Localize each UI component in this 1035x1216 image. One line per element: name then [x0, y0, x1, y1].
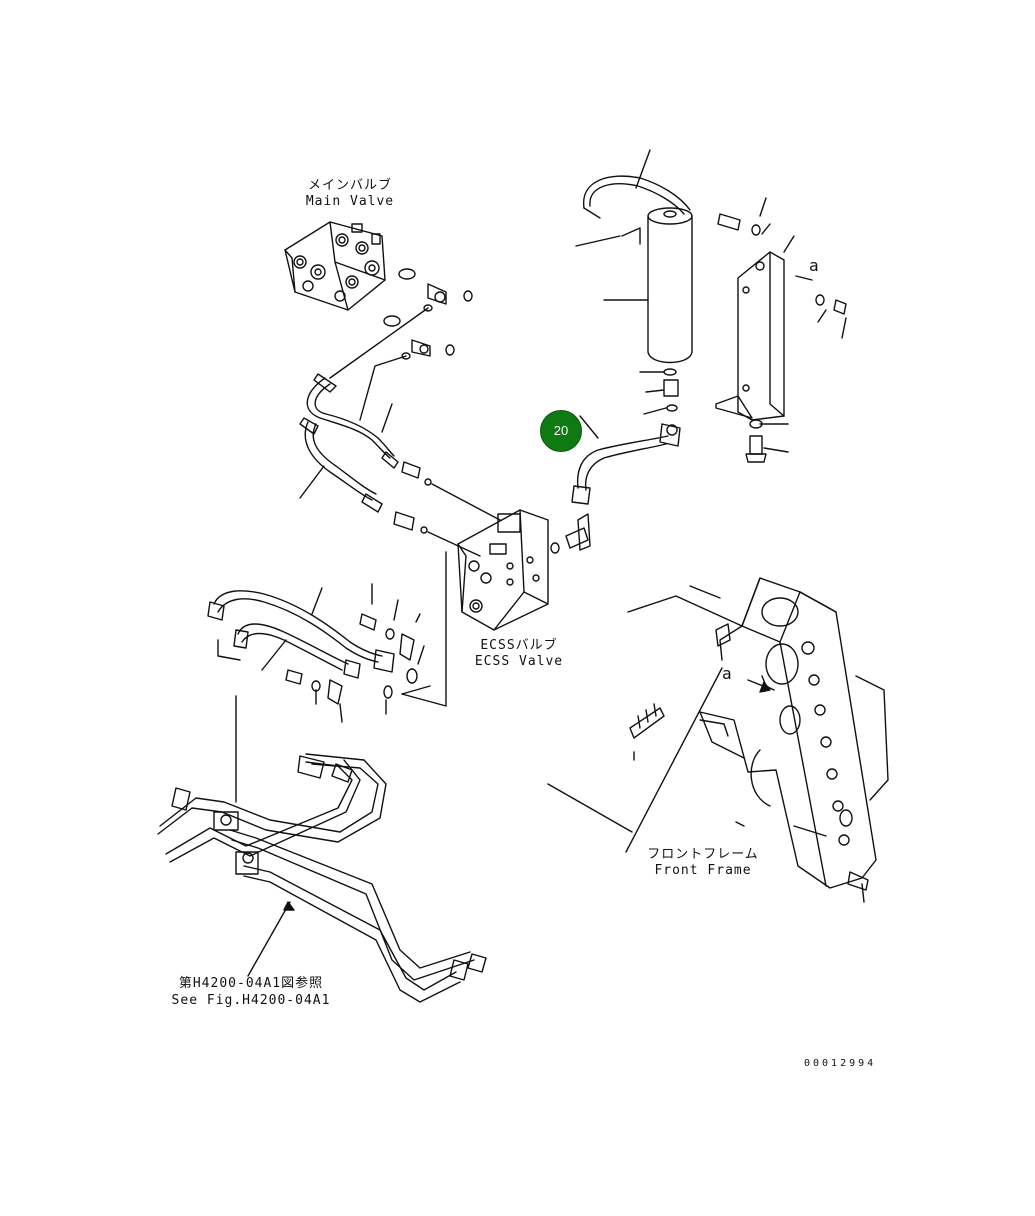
- reference-mark-a-upper: a: [809, 256, 819, 275]
- ecss-valve-label-en: ECSS Valve: [474, 654, 564, 669]
- ecss-valve-label-jp: ECSSバルブ: [480, 638, 558, 653]
- part-callout-20[interactable]: 20: [540, 410, 582, 452]
- reference-mark-a-lower: a: [722, 664, 732, 683]
- drawing-number: 00012994: [804, 1058, 877, 1069]
- see-fig-label-en: See Fig.H4200-04A1: [171, 993, 331, 1008]
- lower-pipes-drawing: [157, 753, 487, 1003]
- front-frame-label-jp: フロントフレーム: [647, 847, 759, 862]
- accumulator-drawing: [575, 149, 693, 415]
- upper-hoses-drawing: [299, 373, 501, 557]
- hose-20-drawing: [571, 415, 681, 551]
- front-frame-drawing: [547, 577, 889, 903]
- main-valve-drawing: [284, 221, 473, 421]
- see-fig-label-jp: 第H4200-04A1図参照: [178, 976, 324, 991]
- main-valve-label-jp: メインバルブ: [307, 178, 393, 193]
- bracket-drawing: [715, 197, 847, 463]
- front-frame-label-en: Front Frame: [654, 863, 752, 878]
- main-valve-label-en: Main Valve: [305, 194, 395, 209]
- lower-hoses-drawing: [207, 583, 431, 803]
- ecss-valve-drawing: [401, 509, 589, 707]
